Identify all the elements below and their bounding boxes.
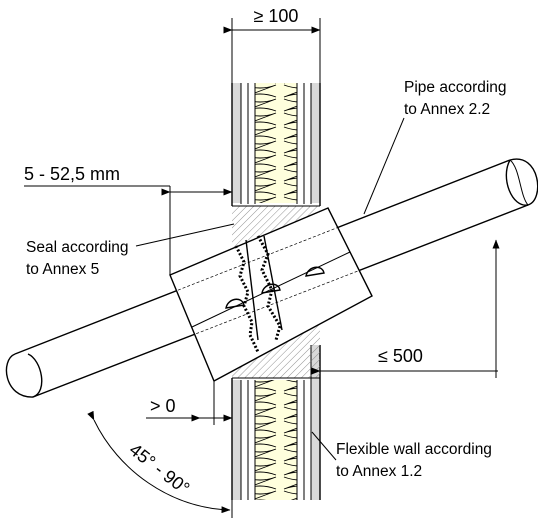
wall-label-line2: to Annex 1.2: [336, 463, 422, 480]
seal-sleeve: [169, 207, 373, 382]
pipe-callout: [363, 117, 405, 215]
seal-callout: [135, 223, 235, 247]
pipe-label-line2: to Annex 2.2: [404, 101, 490, 118]
offset-label: > 0: [150, 396, 176, 416]
wall-width-label: ≥ 100: [254, 6, 299, 26]
seal-label-line2: to Annex 5: [26, 261, 99, 278]
pipe-label-line1: Pipe according: [404, 79, 507, 96]
distance-label: ≤ 500: [378, 346, 423, 366]
seal-label-line1: Seal according: [26, 239, 129, 256]
gap-dimension: [24, 185, 233, 275]
wall-callout: [311, 431, 337, 461]
gap-label: 5 - 52,5 mm: [24, 164, 120, 184]
wall-width-dimension: [223, 18, 321, 83]
flexible-wall: [231, 83, 321, 500]
angle-dimension: [87, 410, 233, 518]
wall-label-line1: Flexible wall according: [336, 441, 492, 458]
distance-dimension: [311, 239, 500, 378]
